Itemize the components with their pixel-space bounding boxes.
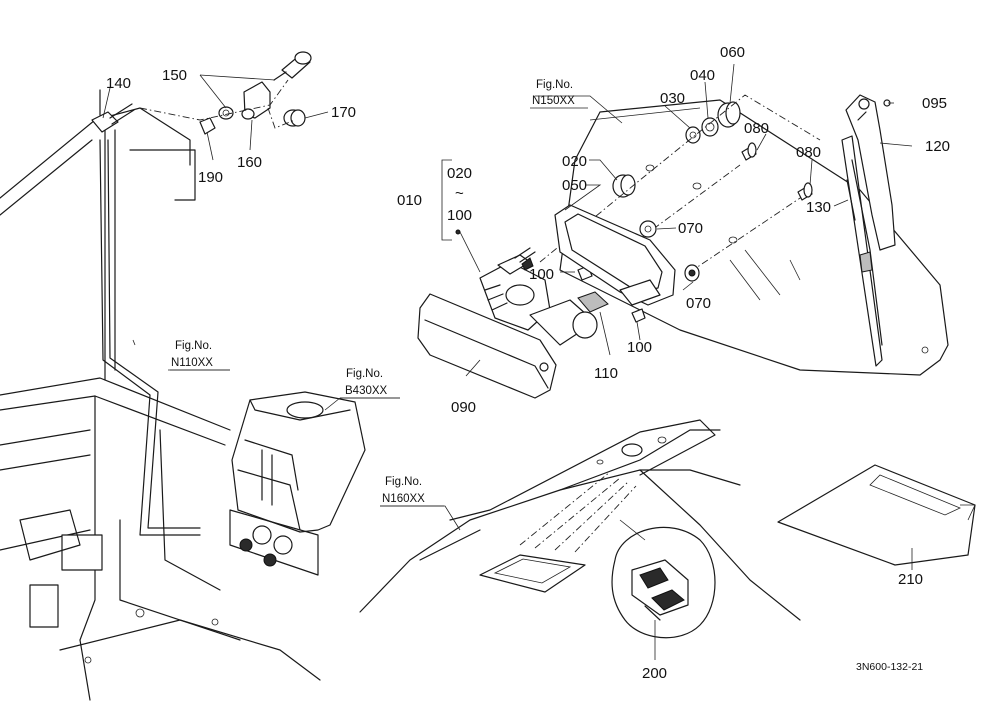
label-200: 200 [642,665,667,682]
figref-b430-code: B430XX [345,385,388,397]
label-080-b: 080 [796,144,821,161]
wiper-blade-130 [841,135,883,367]
figref-n150-code: N150XX [532,95,575,107]
washer-hose [99,139,201,536]
figref-n160-code: N160XX [382,493,425,505]
wiper-motor [479,247,598,346]
label-090: 090 [451,399,476,416]
label-210: 210 [898,571,923,588]
motor-bracket-050 [554,204,676,306]
label-110: 110 [594,365,618,382]
label-040: 040 [690,67,715,84]
label-020-range: 020 [447,165,472,182]
figref-n110-code: N110XX [171,357,213,369]
figref-n160-label: Fig.No. [385,476,422,488]
label-010: 010 [397,192,422,209]
label-120: 120 [925,138,950,155]
switch-200 [611,526,716,639]
seal-washers [539,94,821,273]
label-130: 130 [806,199,831,216]
label-080-a: 080 [744,120,769,137]
label-030: 030 [660,90,685,107]
washer-nozzle-140 [91,87,135,133]
label-170: 170 [331,104,356,121]
label-sticker-210 [777,464,976,566]
dash-panel [359,419,801,621]
wiper-arm-120 [845,94,896,251]
motor-cover-090 [417,293,557,399]
figref-n110-label: Fig.No. [175,340,212,352]
label-070-a: 070 [678,220,703,237]
label-100-b: 100 [627,339,652,356]
range-bracket [441,159,452,241]
figref-b430-label: Fig.No. [346,368,383,380]
figref-n150-label: Fig.No. [536,79,573,91]
figure-references: Fig.No. N150XX Fig.No. N110XX Fig.No. B4… [168,79,588,507]
label-160: 160 [237,154,262,171]
fasteners [577,99,891,323]
label-050: 050 [562,177,587,194]
label-100-range: 100 [447,207,472,224]
label-070-b: 070 [686,295,711,312]
label-150: 150 [162,67,187,84]
label-140: 140 [106,75,131,92]
part-labels: 140 150 170 190 160 010 020 ~ 100 020 05… [106,44,950,682]
label-range-tilde: ~ [455,185,464,202]
label-095: 095 [922,95,947,112]
washer-tank [229,391,366,576]
small-parts-group [139,51,312,135]
drawing-code: 3N600-132-21 [856,661,923,673]
cab-frame [0,107,321,701]
leader-lines-right [455,63,913,377]
label-100-a: 100 [529,266,554,283]
label-060: 060 [720,44,745,61]
label-020: 020 [562,153,587,170]
pad-110 [577,291,609,313]
label-190: 190 [198,169,223,186]
